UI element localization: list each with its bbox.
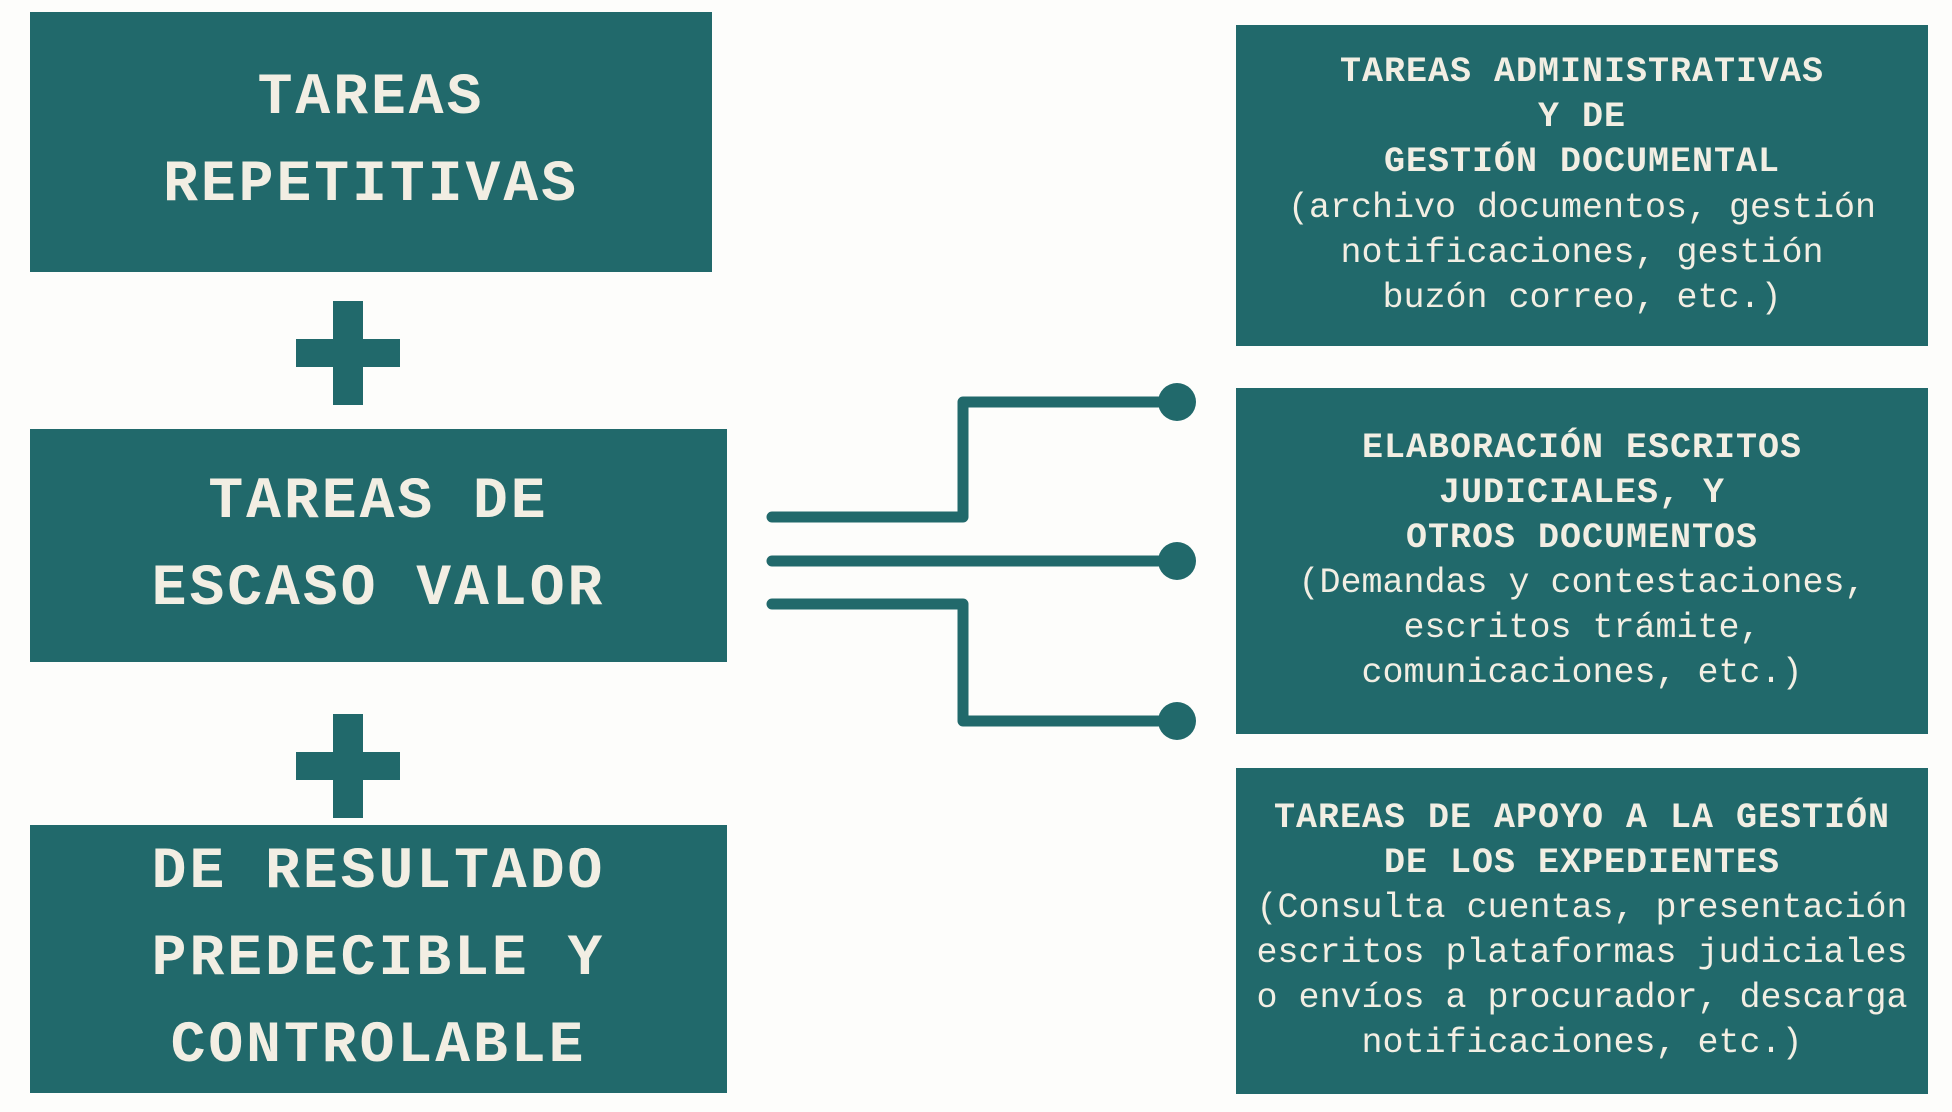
right-box-detail-line: (archivo documentos, gestión bbox=[1287, 187, 1877, 228]
left-box-line: ESCASO VALOR bbox=[151, 556, 606, 622]
left-box-line: REPETITIVAS bbox=[163, 153, 579, 218]
right-box-detail-line: (Consulta cuentas, presentación bbox=[1256, 887, 1908, 928]
left-box-tareas-repetitivas: TAREAS REPETITIVAS bbox=[30, 12, 712, 272]
right-box-detail-line: escritos plataformas judiciales bbox=[1256, 933, 1908, 973]
left-box-resultado-predecible: DE RESULTADO PREDECIBLE Y CONTROLABLE bbox=[30, 825, 727, 1093]
connector-dot-top bbox=[1158, 383, 1196, 421]
right-box-title-line: OTROS DOCUMENTOS bbox=[1405, 517, 1759, 558]
right-box-detail-line: (Demandas y contestaciones, bbox=[1298, 563, 1866, 603]
right-box-detail-line: escritos trámite, bbox=[1403, 608, 1761, 649]
plus-horizontal-bar bbox=[296, 752, 400, 780]
right-box-title-line: ELABORACIÓN ESCRITOS bbox=[1361, 427, 1803, 468]
right-box-detail-line: buzón correo, etc.) bbox=[1382, 277, 1782, 318]
right-box-title-line: JUDICIALES, Y bbox=[1438, 472, 1726, 513]
plus-icon bbox=[296, 301, 400, 405]
left-box-line: TAREAS DE bbox=[208, 469, 549, 535]
left-box-tareas-escaso-valor: TAREAS DE ESCASO VALOR bbox=[30, 429, 727, 662]
right-box-detail-line: notificaciones, gestión bbox=[1340, 232, 1824, 273]
connector-bottom bbox=[766, 598, 1166, 727]
connector-dot-bottom bbox=[1158, 702, 1196, 740]
right-box-tareas-administrativas: TAREAS ADMINISTRATIVAS Y DE GESTIÓN DOCU… bbox=[1236, 25, 1928, 346]
left-box-line: PREDECIBLE Y bbox=[151, 926, 606, 992]
connector-dot-middle bbox=[1158, 542, 1196, 580]
plus-icon bbox=[296, 714, 400, 818]
connector-top bbox=[766, 396, 1166, 523]
right-box-title-line: TAREAS ADMINISTRATIVAS bbox=[1339, 52, 1825, 93]
right-box-detail-line: notificaciones, etc.) bbox=[1361, 1023, 1803, 1064]
right-box-title-line: GESTIÓN DOCUMENTAL bbox=[1383, 142, 1781, 183]
right-box-title-line: DE LOS EXPEDIENTES bbox=[1383, 842, 1781, 883]
right-box-title-line: Y DE bbox=[1537, 97, 1626, 138]
right-box-detail-line: o envíos a procurador, descarga bbox=[1256, 978, 1908, 1019]
right-box-detail-line: comunicaciones, etc.) bbox=[1361, 653, 1803, 694]
left-box-line: CONTROLABLE bbox=[170, 1013, 587, 1079]
right-box-tareas-apoyo-gestion: TAREAS DE APOYO A LA GESTIÓN DE LOS EXPE… bbox=[1236, 768, 1928, 1094]
plus-horizontal-bar bbox=[296, 339, 400, 367]
left-box-line: TAREAS bbox=[257, 66, 485, 131]
left-box-line: DE RESULTADO bbox=[151, 839, 606, 905]
right-box-elaboracion-escritos: ELABORACIÓN ESCRITOS JUDICIALES, Y OTROS… bbox=[1236, 388, 1928, 734]
right-box-title-line: TAREAS DE APOYO A LA GESTIÓN bbox=[1273, 797, 1891, 838]
